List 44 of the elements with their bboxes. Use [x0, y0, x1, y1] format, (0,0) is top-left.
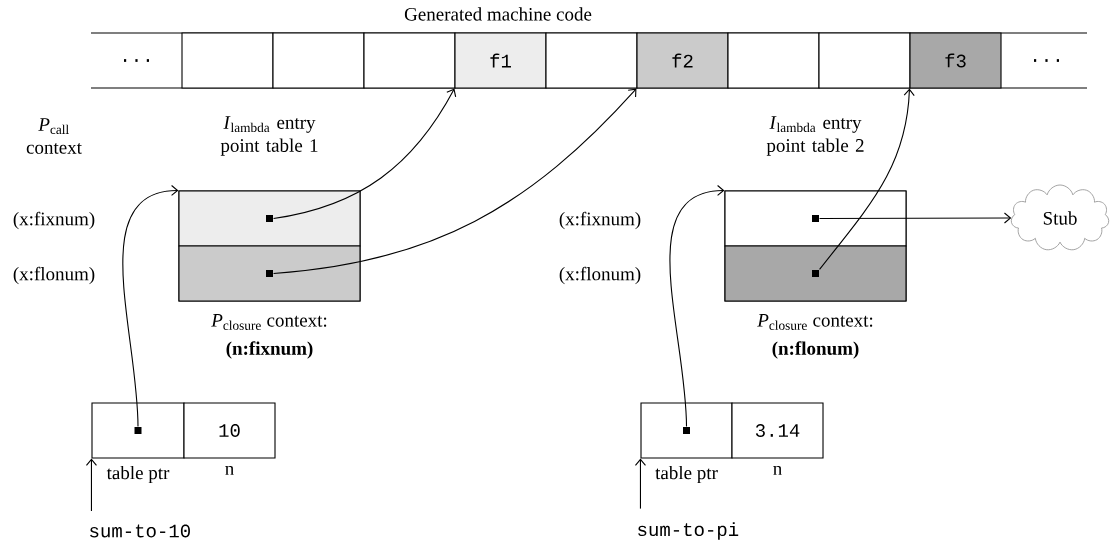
arrow [273, 88, 457, 220]
memory-cell [545, 32, 638, 89]
table-caption: (n:fixnum) [226, 341, 313, 359]
table-row [724, 190, 907, 247]
variable-name: sum-to-pi [638, 522, 739, 540]
memory-cell [363, 32, 456, 89]
stub-cloud: Stub [1010, 184, 1110, 251]
arrow [634, 458, 646, 510]
memory-cell [818, 32, 911, 89]
ellipsis-text: ... [124, 59, 149, 62]
field-label: n [773, 465, 782, 475]
ellipsis-text: ... [1034, 59, 1059, 62]
memory-cell: f3 [909, 32, 1002, 89]
context-label: P$_{call}$ context [26, 118, 82, 154]
field-label: n [225, 465, 234, 475]
memory-cell: f1 [454, 32, 547, 89]
table-heading: I$_{lambda}$ entry point table 2 [766, 116, 864, 156]
row-label: (x:fixnum) [559, 211, 641, 230]
record-cell: 3.14 [731, 402, 824, 459]
table-row [178, 245, 361, 302]
table-heading: I$_{lambda}$ entry point table 1 [220, 116, 318, 156]
record-cell: 10 [183, 402, 276, 459]
row-label: (x:flonum) [559, 266, 641, 285]
arrow [819, 88, 915, 270]
row-label: (x:flonum) [13, 266, 95, 285]
table-caption: (n:flonum) [772, 341, 859, 359]
field-label: table ptr [655, 465, 718, 484]
arrow [85, 458, 97, 512]
arrow [273, 88, 637, 275]
table-row [178, 190, 361, 247]
memory-cell: f2 [636, 32, 729, 89]
memory-cell [727, 32, 820, 89]
arrow [819, 212, 1012, 224]
arrow [669, 184, 725, 427]
table-row [724, 245, 907, 302]
table-caption: P$_{closure}$ context: [757, 314, 873, 330]
variable-name: sum-to-10 [90, 524, 190, 538]
field-label: table ptr [106, 465, 170, 484]
memory-cell [272, 32, 365, 89]
memory-cell [181, 32, 274, 89]
diagram-title: Generated machine code [404, 7, 592, 21]
table-caption: P$_{closure}$ context: [211, 314, 327, 330]
row-label: (x:fixnum) [13, 211, 95, 230]
arrow [122, 184, 179, 427]
